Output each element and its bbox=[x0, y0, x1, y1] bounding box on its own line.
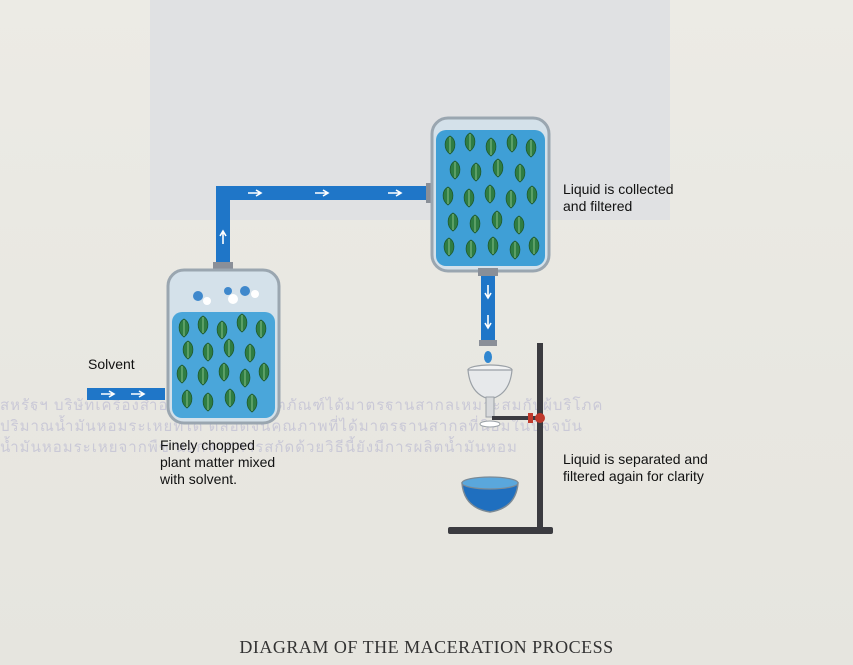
bleed-through-text: สหรัฐฯ บริษัทเครื่องสำอางของไทยที่ผลิตภั… bbox=[0, 397, 604, 411]
clamp-knob bbox=[535, 413, 545, 423]
droplet-icon bbox=[484, 351, 492, 363]
bubble-icon bbox=[251, 290, 259, 298]
filter-funnel bbox=[467, 364, 513, 418]
bleed-through-text: ปริมาณน้ำมันหอมระเหยที่ได้ ตลอดจนคุณภาพท… bbox=[0, 418, 583, 432]
collection-bowl bbox=[461, 476, 519, 513]
chopped-plant-label: Finely chopped plant matter mixed with s… bbox=[160, 437, 276, 487]
bubble-icon bbox=[193, 291, 203, 301]
maceration-vessel bbox=[166, 268, 281, 425]
bubble-icon bbox=[224, 287, 232, 295]
diagram-caption: DIAGRAM OF THE MACERATION PROCESS bbox=[239, 637, 614, 657]
collection-vessel bbox=[430, 116, 551, 273]
background-panel bbox=[150, 0, 670, 220]
solvent-label: Solvent bbox=[88, 356, 135, 372]
bubble-icon bbox=[240, 286, 250, 296]
bubble-icon bbox=[228, 294, 238, 304]
collected-label: Liquid is collected and filtered bbox=[563, 181, 674, 214]
retort-stand bbox=[448, 343, 553, 534]
bubble-icon bbox=[203, 297, 211, 305]
bleed-through-text: น้ำมันหอมระเหยจากพืช นอกจากการสกัดด้วยวิ… bbox=[0, 439, 518, 453]
outlet-pipe bbox=[478, 268, 498, 363]
solvent-inlet-pipe bbox=[87, 388, 165, 400]
separated-label: Liquid is separated and filtered again f… bbox=[563, 451, 708, 484]
transfer-pipe bbox=[213, 183, 434, 270]
